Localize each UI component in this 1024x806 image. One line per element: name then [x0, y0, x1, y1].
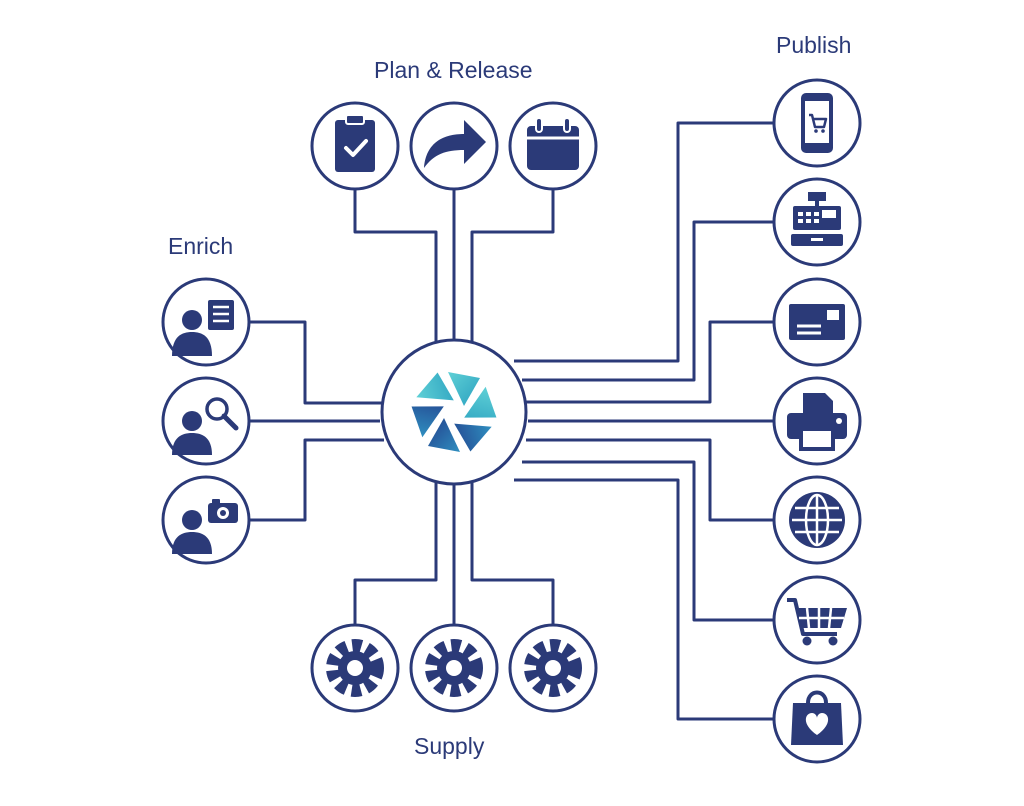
- cash-register-icon: [791, 192, 843, 246]
- person-camera-icon: [172, 499, 238, 554]
- aperture-logo-icon: [411, 372, 497, 452]
- supply-label: Supply: [414, 733, 485, 759]
- connector-lines: [250, 121, 773, 721]
- connector-supply-left: [353, 481, 438, 625]
- hub-circle: [380, 338, 528, 486]
- plan-release-label: Plan & Release: [374, 57, 533, 83]
- publish-label: Publish: [776, 32, 852, 58]
- connector-plan-left: [353, 190, 438, 342]
- connector-publish-1: [514, 121, 773, 363]
- enrich-label: Enrich: [168, 233, 234, 259]
- clipboard-check-icon: [335, 114, 375, 172]
- connector-plan-right: [470, 190, 555, 342]
- connector-publish-3: [526, 320, 773, 404]
- connector-publish-5: [526, 438, 773, 522]
- mail-envelope-icon: [789, 304, 845, 340]
- person-document-icon: [172, 300, 234, 356]
- connector-publish-2: [522, 220, 773, 382]
- connector-enrich-top: [250, 320, 384, 405]
- globe-icon: [789, 492, 845, 548]
- mobile-shop-icon: [801, 93, 833, 153]
- share-arrow-icon: [424, 120, 486, 168]
- gear-icon: [425, 639, 483, 697]
- calendar-icon: [527, 117, 579, 170]
- shopping-cart-icon: [787, 598, 847, 646]
- connector-supply-right: [470, 481, 555, 625]
- connector-enrich-bottom: [250, 438, 384, 522]
- connector-publish-6: [522, 460, 773, 622]
- connector-publish-7: [514, 478, 773, 721]
- person-search-icon: [172, 397, 239, 455]
- shopping-bag-heart-icon: [791, 690, 843, 745]
- printer-icon: [787, 393, 847, 451]
- gear-icon: [326, 639, 384, 697]
- gear-icon: [524, 639, 582, 697]
